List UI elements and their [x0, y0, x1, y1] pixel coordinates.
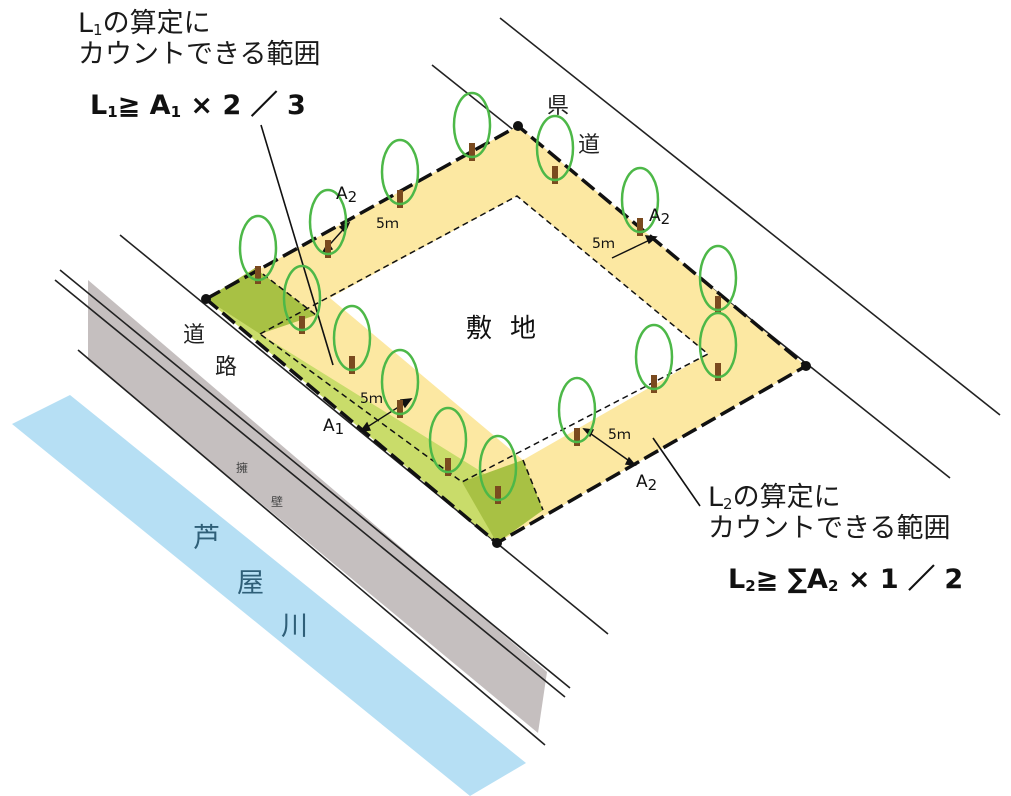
- tree-trunk: [397, 190, 403, 208]
- l1-formula: L1≧ A1 × 2 ／ 3: [90, 90, 306, 121]
- tree-crown: [308, 188, 348, 256]
- l2-note-line1: L2の算定に: [708, 482, 841, 513]
- setback-label-left: 5ｍ: [360, 391, 383, 407]
- tree-trunk: [445, 458, 451, 476]
- tree-crown: [428, 406, 468, 474]
- l1-count-band: [206, 299, 543, 543]
- road-label-2: 路: [215, 355, 238, 380]
- tree: [698, 244, 738, 314]
- tree-trunk: [349, 356, 355, 374]
- tree-crown: [698, 311, 738, 379]
- setback-label-top-right: 5ｍ: [592, 236, 615, 252]
- l1-note-line1: L1の算定に: [78, 8, 211, 39]
- corner-points: [201, 121, 811, 548]
- river-label-3: 川: [281, 611, 308, 642]
- tree-trunk: [469, 143, 475, 161]
- tree-group: [238, 91, 738, 504]
- retaining-wall-label-2: 壁: [271, 495, 284, 509]
- tree: [535, 114, 575, 184]
- tree: [698, 311, 738, 381]
- prefectural-road-label-1: 県: [547, 94, 570, 119]
- tree: [428, 406, 468, 476]
- tree: [380, 348, 420, 418]
- tree-trunk: [325, 240, 331, 258]
- a2-label-bottom: A2: [636, 472, 658, 494]
- tree: [478, 434, 518, 504]
- road-edge-lines: [54, 234, 609, 746]
- tree-trunk: [574, 428, 580, 446]
- tree-trunk: [715, 363, 721, 381]
- l2-formula: L2≧ ∑A2 × 1 ／ 2: [728, 564, 964, 595]
- l1-note-line2: カウントできる範囲: [78, 39, 321, 71]
- tree-crown: [478, 434, 518, 502]
- retaining-wall: [88, 280, 547, 733]
- a1-label: A1: [323, 416, 345, 438]
- tree: [238, 214, 278, 284]
- prefectural-road-label-2: 道: [578, 133, 601, 158]
- setback-label-bottom: 5ｍ: [608, 427, 631, 443]
- tree-crown: [380, 348, 420, 416]
- river-label-2: 屋: [237, 568, 264, 599]
- tree: [452, 91, 492, 161]
- river-label-1: 芦: [193, 523, 220, 554]
- tree: [557, 376, 597, 446]
- l1-note: L1の算定に カウントできる範囲: [78, 8, 320, 70]
- tree-crown: [452, 91, 492, 159]
- l2-count-band: [206, 126, 806, 543]
- tree-crown: [634, 323, 674, 391]
- tree-crown: [698, 244, 738, 312]
- a2-label-top-right: A2: [649, 206, 671, 228]
- tree-crown: [380, 138, 420, 206]
- road-label-1: 道: [183, 323, 206, 348]
- a2-label-top-left: A2: [336, 184, 358, 206]
- l2-note-line2: カウントできる範囲: [708, 513, 951, 545]
- tree-trunk: [637, 218, 643, 236]
- tree-trunk: [255, 266, 261, 284]
- tree-crown: [332, 304, 372, 372]
- tree-trunk: [299, 316, 305, 334]
- tree-trunk: [651, 375, 657, 393]
- tree: [634, 323, 674, 393]
- tree-trunk: [495, 486, 501, 504]
- tree-crown: [557, 376, 597, 444]
- retaining-wall-label-1: 擁: [236, 461, 249, 475]
- setback-label-top-left: 5ｍ: [376, 216, 399, 232]
- tree-trunk: [397, 400, 403, 418]
- tree: [308, 188, 348, 258]
- river: [12, 395, 526, 796]
- leader-lines: [260, 124, 701, 507]
- site-label: 敷地: [466, 314, 555, 344]
- tree: [332, 304, 372, 374]
- tree-trunk: [552, 166, 558, 184]
- tree: [282, 264, 322, 334]
- tree-crown: [535, 114, 575, 182]
- tree-crown: [620, 166, 660, 234]
- tree-crown: [282, 264, 322, 332]
- tree-crown: [238, 214, 278, 282]
- tree-trunk: [715, 296, 721, 314]
- l2-note: L2の算定に カウントできる範囲: [708, 482, 950, 544]
- tree: [380, 138, 420, 208]
- tree: [620, 166, 660, 236]
